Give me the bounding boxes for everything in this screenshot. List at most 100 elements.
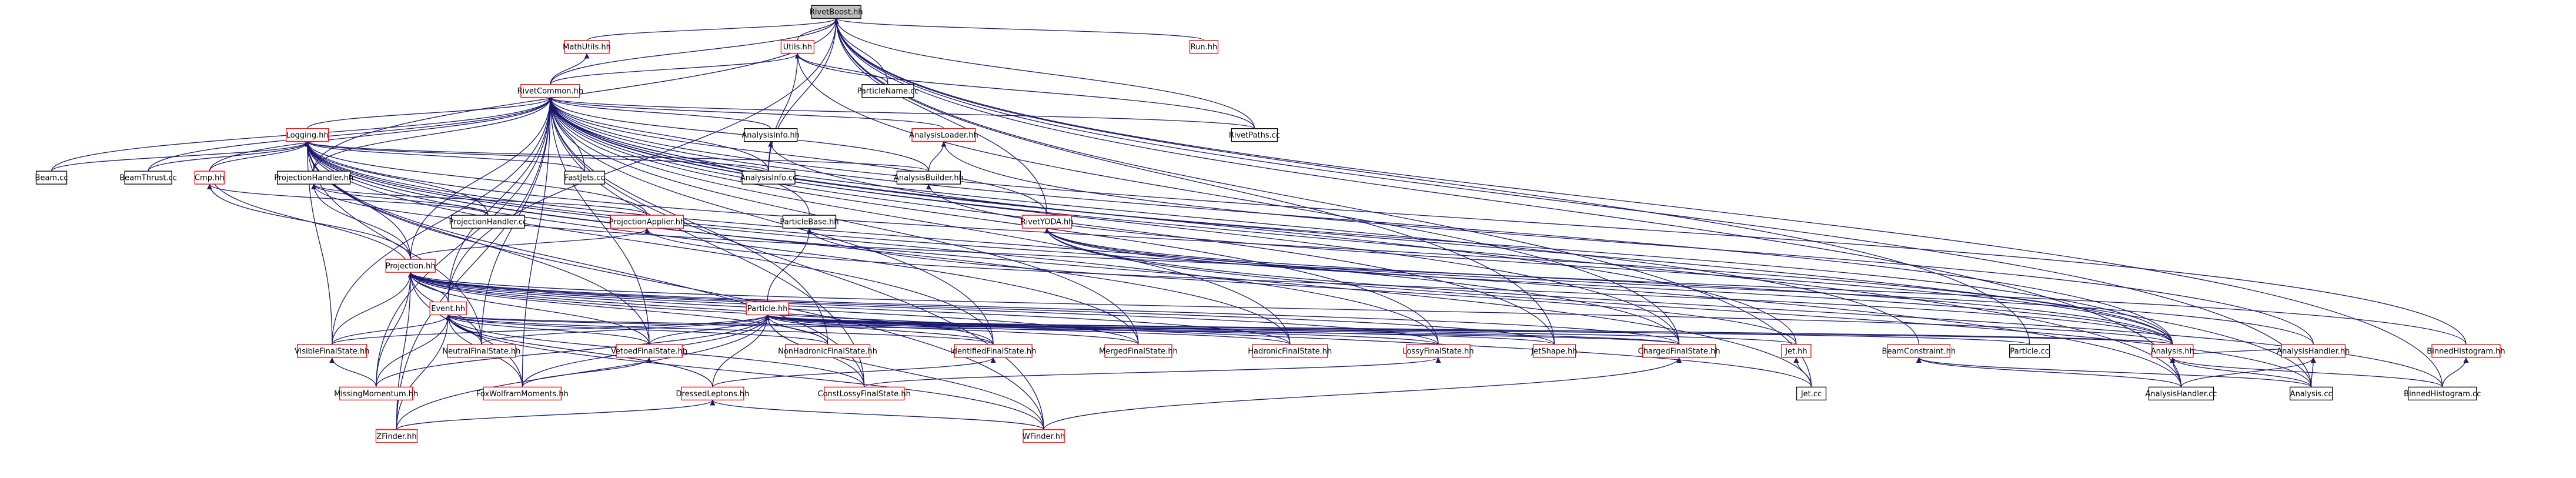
node-label-mergedfs[interactable]: MergedFinalState.hh: [1099, 347, 1178, 356]
node-label-particlename[interactable]: ParticleName.cc: [857, 87, 919, 96]
node-box-jethh[interactable]: [1781, 344, 1812, 358]
node-label-chargedfs[interactable]: ChargedFinalState.hh: [1638, 347, 1720, 356]
node-box-identifiedfs[interactable]: [954, 344, 1033, 358]
node-visiblefs[interactable]: VisibleFinalState.hh: [295, 344, 369, 358]
node-box-neutralfs[interactable]: [447, 344, 516, 358]
node-label-analysishandlerhh[interactable]: AnalysisHandler.hh: [2277, 347, 2350, 356]
node-box-mathutils[interactable]: [564, 40, 610, 54]
node-binnedhistocc[interactable]: BinnedHistogram.cc: [2404, 386, 2481, 401]
node-analysiscc[interactable]: Analysis.cc: [2290, 386, 2333, 401]
node-box-jetshape[interactable]: [1532, 344, 1576, 358]
node-box-eventhh[interactable]: [429, 301, 467, 316]
node-box-constlossyfs[interactable]: [824, 386, 905, 401]
node-label-eventhh[interactable]: Event.hh: [431, 305, 465, 313]
node-rivetpaths[interactable]: RivetPaths.cc: [1229, 128, 1280, 142]
node-analysishandlercc[interactable]: AnalysisHandler.cc: [2145, 386, 2217, 401]
node-label-projhandler[interactable]: ProjectionHandler.hh: [274, 174, 353, 183]
node-label-projapplier[interactable]: ProjectionApplier.hh: [609, 218, 686, 227]
node-analysishandlerhh[interactable]: AnalysisHandler.hh: [2277, 344, 2350, 358]
node-box-beamconstraint[interactable]: [1887, 344, 1950, 358]
node-label-binnedhistocc[interactable]: BinnedHistogram.cc: [2404, 390, 2481, 399]
node-rivetyoda[interactable]: RivetYODA.hh: [1021, 215, 1074, 229]
node-label-nonhadronicfs[interactable]: NonHadronicFinalState.hh: [778, 347, 877, 356]
node-box-visiblefs[interactable]: [297, 344, 367, 358]
node-chargedfs[interactable]: ChargedFinalState.hh: [1638, 344, 1720, 358]
node-analysisinfohh[interactable]: AnalysisInfo.hh: [741, 128, 800, 142]
node-box-foxwolfram[interactable]: [483, 386, 562, 401]
node-box-analysishh[interactable]: [2151, 344, 2194, 358]
node-particlecc[interactable]: Particle.cc: [2009, 344, 2050, 358]
node-label-analysishh[interactable]: Analysis.hh: [2151, 347, 2194, 356]
node-mergedfs[interactable]: MergedFinalState.hh: [1099, 344, 1178, 358]
node-label-rivetcommon[interactable]: RivetCommon.hh: [517, 87, 584, 96]
node-label-fastjets[interactable]: FastJets.cc: [564, 174, 604, 183]
node-constlossyfs[interactable]: ConstLossyFinalState.hh: [818, 386, 911, 401]
node-box-analysiscc[interactable]: [2290, 386, 2333, 401]
node-label-jetshape[interactable]: JetShape.hh: [1531, 347, 1577, 356]
node-box-vetoedfs[interactable]: [616, 344, 683, 358]
node-label-vetoedfs[interactable]: VetoedFinalState.hh: [611, 347, 687, 356]
node-box-analysishandlerhh[interactable]: [2281, 344, 2346, 358]
node-utils[interactable]: Utils.hh: [780, 40, 815, 54]
node-projhandler[interactable]: ProjectionHandler.hh: [274, 171, 353, 185]
node-cmp[interactable]: Cmp.hh: [194, 171, 225, 185]
node-label-jethh[interactable]: Jet.hh: [1785, 347, 1807, 356]
node-label-visiblefs[interactable]: VisibleFinalState.hh: [295, 347, 369, 356]
node-beamconstraint[interactable]: BeamConstraint.hh: [1882, 344, 1956, 358]
node-label-analysisinfohh[interactable]: AnalysisInfo.hh: [741, 131, 800, 140]
node-box-rivetcommon[interactable]: [520, 84, 580, 98]
node-beamthrust[interactable]: BeamThrust.cc: [119, 171, 177, 185]
node-eventhh[interactable]: Event.hh: [429, 301, 467, 316]
node-dressedleptons[interactable]: DressedLeptons.hh: [676, 386, 750, 401]
node-box-run[interactable]: [1189, 40, 1219, 54]
node-label-riveboost[interactable]: RivetBoost.hh: [810, 8, 863, 17]
node-box-jetcc[interactable]: [1796, 386, 1827, 401]
node-box-projection[interactable]: [385, 259, 436, 273]
node-box-analysishandlercc[interactable]: [2148, 386, 2214, 401]
node-label-wfinder[interactable]: WFinder.hh: [1023, 432, 1065, 441]
node-label-projhandlercc[interactable]: ProjectionHandler.cc: [449, 218, 527, 227]
node-nonhadronicfs[interactable]: NonHadronicFinalState.hh: [778, 344, 877, 358]
node-label-particlecc[interactable]: Particle.cc: [2010, 347, 2049, 356]
node-identifiedfs[interactable]: IdentifiedFinalState.hh: [950, 344, 1036, 358]
node-box-lossyfs[interactable]: [1406, 344, 1471, 358]
node-box-particlename[interactable]: [861, 84, 914, 98]
node-label-analysisbuilder[interactable]: AnalysisBuilder.hh: [894, 174, 964, 183]
node-box-projhandler[interactable]: [276, 171, 351, 185]
node-neutralfs[interactable]: NeutralFinalState.hh: [442, 344, 520, 358]
node-box-beamcc[interactable]: [35, 171, 68, 185]
node-label-identifiedfs[interactable]: IdentifiedFinalState.hh: [950, 347, 1036, 356]
node-box-nonhadronicfs[interactable]: [784, 344, 871, 358]
node-label-rivetpaths[interactable]: RivetPaths.cc: [1229, 131, 1280, 140]
node-box-mergedfs[interactable]: [1104, 344, 1172, 358]
node-box-particlebase[interactable]: [782, 215, 837, 229]
node-jetcc[interactable]: Jet.cc: [1796, 386, 1827, 401]
node-analysisloader[interactable]: AnalysisLoader.hh: [909, 128, 978, 142]
node-label-particlehh[interactable]: Particle.hh: [747, 305, 788, 313]
node-binnedhistohh[interactable]: BinnedHistogram.hh: [2427, 344, 2505, 358]
node-mathutils[interactable]: MathUtils.hh: [563, 40, 611, 54]
node-box-rivetpaths[interactable]: [1231, 128, 1278, 142]
node-label-hadronicfs[interactable]: HadronicFinalState.hh: [1248, 347, 1332, 356]
node-box-projhandlercc[interactable]: [451, 215, 525, 229]
node-jetshape[interactable]: JetShape.hh: [1531, 344, 1578, 358]
node-missingmomentum[interactable]: MissingMomentum.hh: [334, 386, 418, 401]
node-analysishh[interactable]: Analysis.hh: [2151, 344, 2194, 358]
node-label-beamthrust[interactable]: BeamThrust.cc: [119, 174, 177, 183]
node-label-analysishandlercc[interactable]: AnalysisHandler.cc: [2145, 390, 2217, 399]
node-label-foxwolfram[interactable]: FoxWolframMoments.hh: [476, 390, 569, 399]
node-beamcc[interactable]: Beam.cc: [35, 171, 68, 185]
node-label-cmp[interactable]: Cmp.hh: [195, 174, 225, 183]
node-label-utils[interactable]: Utils.hh: [783, 43, 812, 52]
node-analysisbuilder[interactable]: AnalysisBuilder.hh: [894, 171, 964, 185]
node-label-logging[interactable]: Logging.hh: [286, 131, 329, 140]
node-box-zfinder[interactable]: [375, 429, 418, 443]
node-box-particlecc[interactable]: [2009, 344, 2050, 358]
node-label-constlossyfs[interactable]: ConstLossyFinalState.hh: [818, 390, 911, 399]
node-rivetcommon[interactable]: RivetCommon.hh: [517, 84, 584, 98]
node-foxwolfram[interactable]: FoxWolframMoments.hh: [476, 386, 569, 401]
node-box-riveboost[interactable]: [811, 5, 861, 19]
node-projapplier[interactable]: ProjectionApplier.hh: [609, 215, 686, 229]
node-particlename[interactable]: ParticleName.cc: [857, 84, 919, 98]
node-box-missingmomentum[interactable]: [339, 386, 413, 401]
